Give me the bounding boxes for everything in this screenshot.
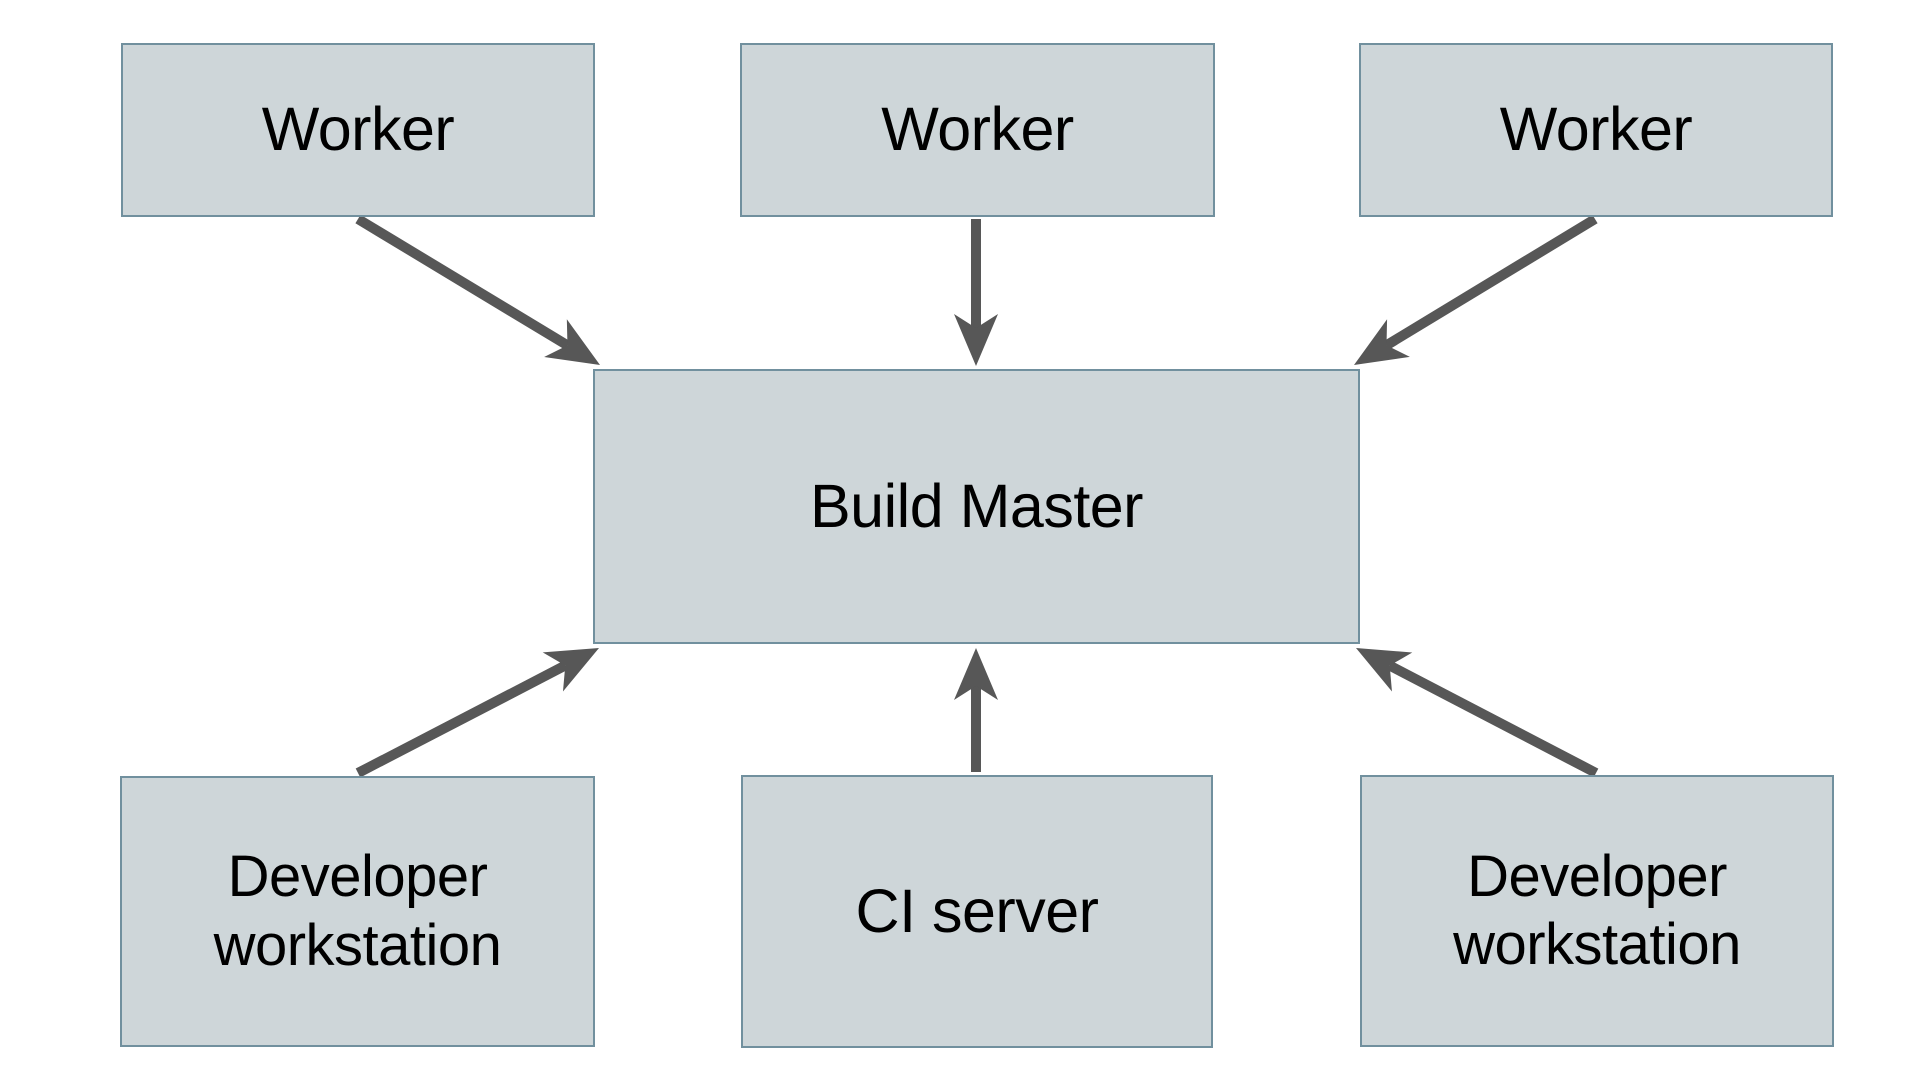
edge-arrowhead (954, 648, 998, 700)
node-label-dev-ws-right: Developer workstation (1453, 843, 1741, 977)
node-label-worker-3: Worker (1499, 95, 1693, 164)
edge-edge-worker-1-to-build-master (355, 214, 600, 365)
edge-shaft (1383, 214, 1598, 350)
node-label-ci-server: CI server (855, 876, 1099, 945)
node-label-worker-2: Worker (881, 95, 1074, 164)
node-worker-1[interactable]: Worker (121, 43, 595, 217)
node-worker-3[interactable]: Worker (1359, 43, 1833, 217)
edge-edge-dev-ws-right-to-build-master (1356, 648, 1599, 778)
edge-edge-ci-server-to-build-master (954, 648, 998, 772)
edge-arrowhead (954, 314, 998, 366)
node-label-worker-1: Worker (261, 95, 455, 164)
edge-edge-worker-3-to-build-master (1354, 214, 1598, 365)
edge-arrowhead (1354, 319, 1410, 365)
edge-arrowhead (1356, 648, 1413, 692)
node-build-master[interactable]: Build Master (593, 369, 1360, 644)
node-worker-2[interactable]: Worker (740, 43, 1215, 217)
edge-edge-dev-ws-left-to-build-master (355, 648, 599, 778)
edge-shaft (1387, 661, 1599, 778)
edge-shaft (355, 214, 571, 350)
edge-edge-worker-2-to-build-master (954, 219, 998, 366)
edge-shaft (355, 661, 568, 778)
node-ci-server[interactable]: CI server (741, 775, 1213, 1048)
node-label-build-master: Build Master (809, 471, 1144, 540)
node-label-dev-ws-left: Developer workstation (213, 844, 502, 978)
node-dev-ws-right[interactable]: Developer workstation (1360, 775, 1834, 1047)
edge-arrowhead (544, 319, 600, 365)
edge-arrowhead (542, 648, 599, 692)
node-dev-ws-left[interactable]: Developer workstation (120, 776, 595, 1047)
